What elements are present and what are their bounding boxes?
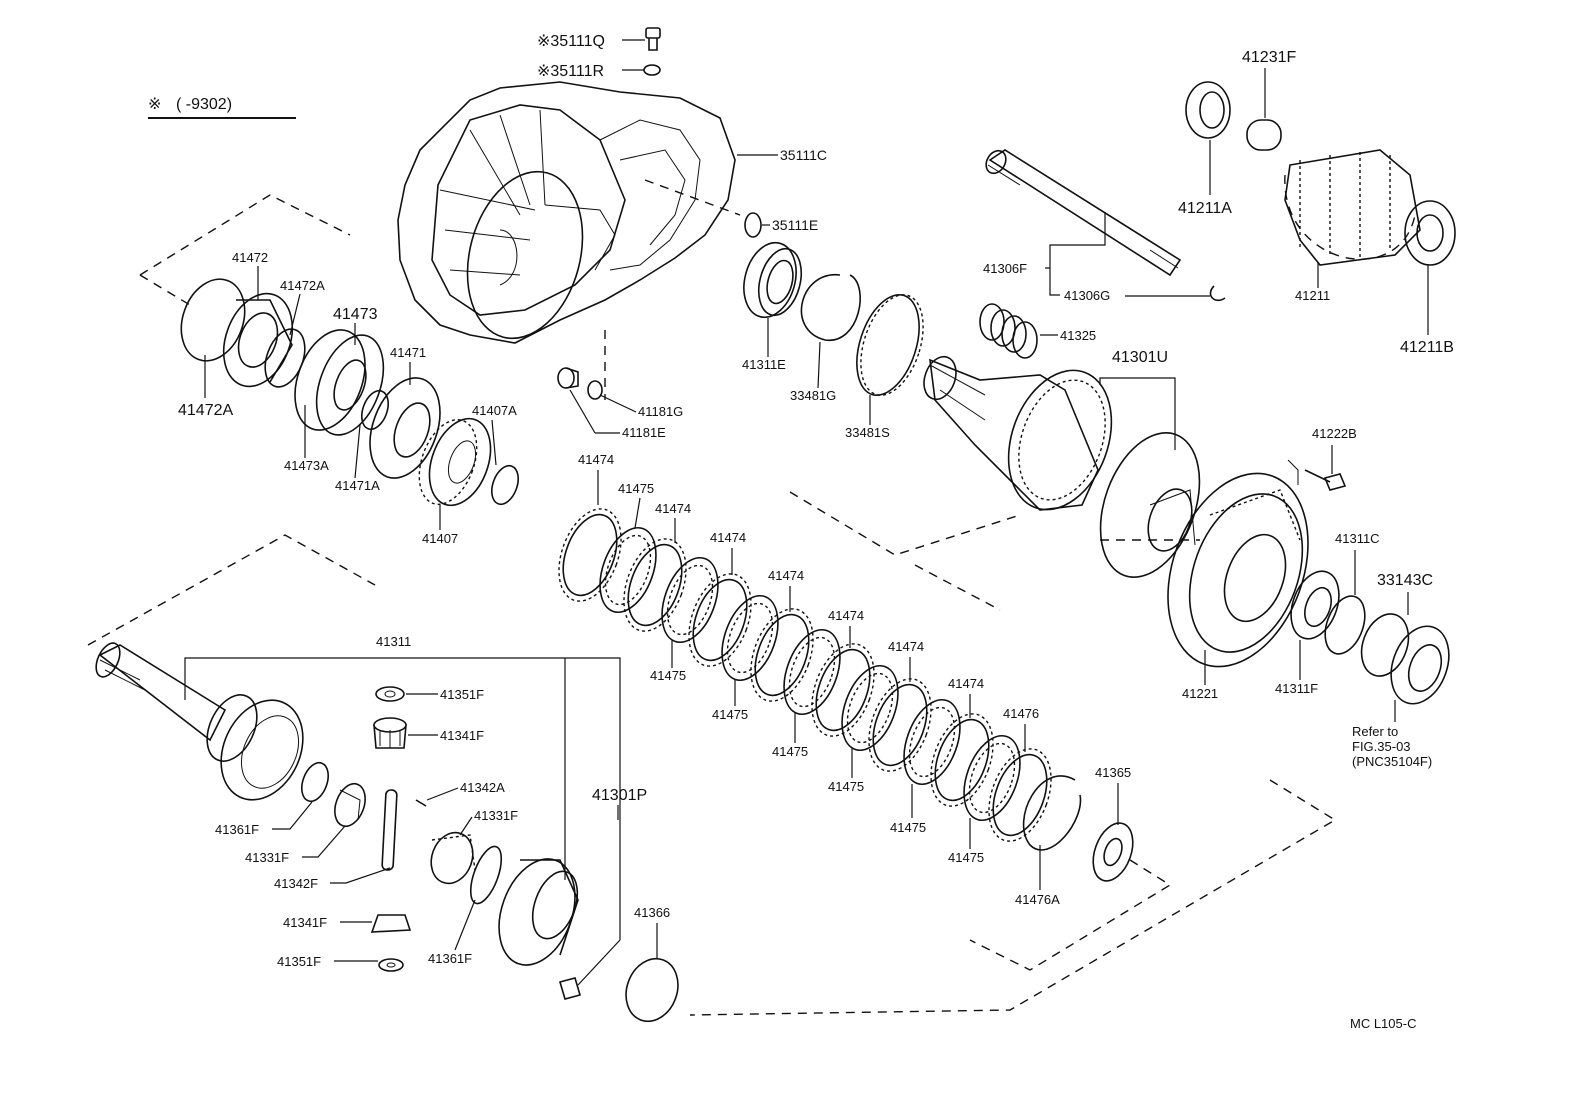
label-41475-4: 41475	[828, 779, 864, 794]
label-41475-3: 41475	[772, 744, 808, 759]
left-assembly	[180, 278, 519, 507]
label-35111R: ※35111R	[537, 63, 604, 80]
label-41331F-right: 41331F	[474, 808, 518, 823]
washer-35111E	[744, 212, 762, 238]
label-33143C: 33143C	[1377, 572, 1433, 589]
label-41306G: 41306G	[1064, 288, 1110, 303]
note-range: ( -9302)	[176, 96, 232, 113]
label-41331F-left: 41331F	[245, 850, 289, 865]
label-41475-6: 41475	[948, 850, 984, 865]
label-41407: 41407	[422, 531, 458, 546]
label-41311: 41311	[376, 634, 411, 649]
label-41474-2: 41474	[655, 501, 691, 516]
label-41222B: 41222B	[1312, 426, 1357, 441]
label-41472A-bottom: 41472A	[178, 402, 233, 419]
label-41474-3: 41474	[710, 530, 746, 545]
label-41474-6: 41474	[888, 639, 924, 654]
label-41473A: 41473A	[284, 458, 329, 473]
clutch-pack	[558, 508, 1134, 882]
refer-line-3: (PNC35104F)	[1352, 754, 1432, 769]
label-41341F-top: 41341F	[440, 728, 484, 743]
ring-gear	[1167, 459, 1347, 668]
axle-shaft	[985, 149, 1226, 302]
transaxle-housing	[397, 81, 736, 344]
label-41365: 41365	[1095, 765, 1131, 780]
right-bearings	[1290, 570, 1450, 705]
label-41471A: 41471A	[335, 478, 380, 493]
note-mark: ※	[148, 96, 161, 113]
label-41473: 41473	[333, 306, 378, 323]
label-33481S: 33481S	[845, 425, 890, 440]
label-41476A: 41476A	[1015, 892, 1060, 907]
label-41474-4: 41474	[768, 568, 804, 583]
bolt-35111Q	[645, 27, 661, 51]
label-41325: 41325	[1060, 328, 1096, 343]
label-41311F: 41311F	[1275, 681, 1318, 696]
label-41472A-top: 41472A	[280, 278, 325, 293]
label-41474-5: 41474	[828, 608, 864, 623]
label-33481G: 33481G	[790, 388, 836, 403]
label-35111C: 35111C	[780, 147, 827, 163]
label-41361F-left: 41361F	[215, 822, 259, 837]
label-41475-5: 41475	[890, 820, 926, 835]
label-41366: 41366	[634, 905, 670, 920]
bolt-41181E	[557, 367, 603, 400]
label-41211A: 41211A	[1178, 200, 1232, 217]
label-41306F: 41306F	[983, 261, 1027, 276]
label-41341F-bottom: 41341F	[283, 915, 327, 930]
label-41301U: 41301U	[1112, 349, 1168, 366]
label-41471: 41471	[390, 345, 426, 360]
label-41407A: 41407A	[472, 403, 517, 418]
label-41474-1: 41474	[578, 452, 614, 467]
label-41311C: 41311C	[1335, 531, 1380, 546]
top-right-bearings	[1185, 81, 1456, 266]
drawing-code: MC L105-C	[1350, 1016, 1416, 1031]
refer-line-1: Refer to	[1352, 724, 1398, 739]
label-41342F: 41342F	[274, 876, 318, 891]
differential-case	[923, 355, 1201, 578]
pinion-shaft-assembly	[95, 642, 679, 1023]
label-41301P: 41301P	[592, 787, 647, 804]
label-41231F: 41231F	[1242, 49, 1296, 66]
center-top-rings	[743, 241, 924, 397]
snap-rings-41325	[979, 303, 1038, 359]
label-41181E: 41181E	[622, 425, 666, 440]
label-41221: 41221	[1182, 686, 1218, 701]
label-41351F-bottom: 41351F	[277, 954, 321, 969]
label-41476: 41476	[1003, 706, 1039, 721]
label-41474-7: 41474	[948, 676, 984, 691]
washer-35111R	[643, 64, 661, 76]
label-41361F-bottom: 41361F	[428, 951, 472, 966]
label-41472: 41472	[232, 250, 268, 265]
label-41211: 41211	[1295, 288, 1330, 303]
label-41211B: 41211B	[1400, 339, 1454, 356]
label-41475-1: 41475	[650, 668, 686, 683]
label-41475-2: 41475	[712, 707, 748, 722]
label-41311E: 41311E	[742, 357, 786, 372]
label-41475-top: 41475	[618, 481, 654, 496]
label-35111Q: ※35111Q	[537, 33, 605, 50]
model-note: ※ ( -9302)	[148, 96, 296, 119]
label-41351F-top: 41351F	[440, 687, 484, 702]
label-35111E: 35111E	[772, 217, 818, 233]
label-41181G: 41181G	[638, 404, 683, 419]
refer-line-2: FIG.35-03	[1352, 739, 1411, 754]
label-41342A: 41342A	[460, 780, 505, 795]
